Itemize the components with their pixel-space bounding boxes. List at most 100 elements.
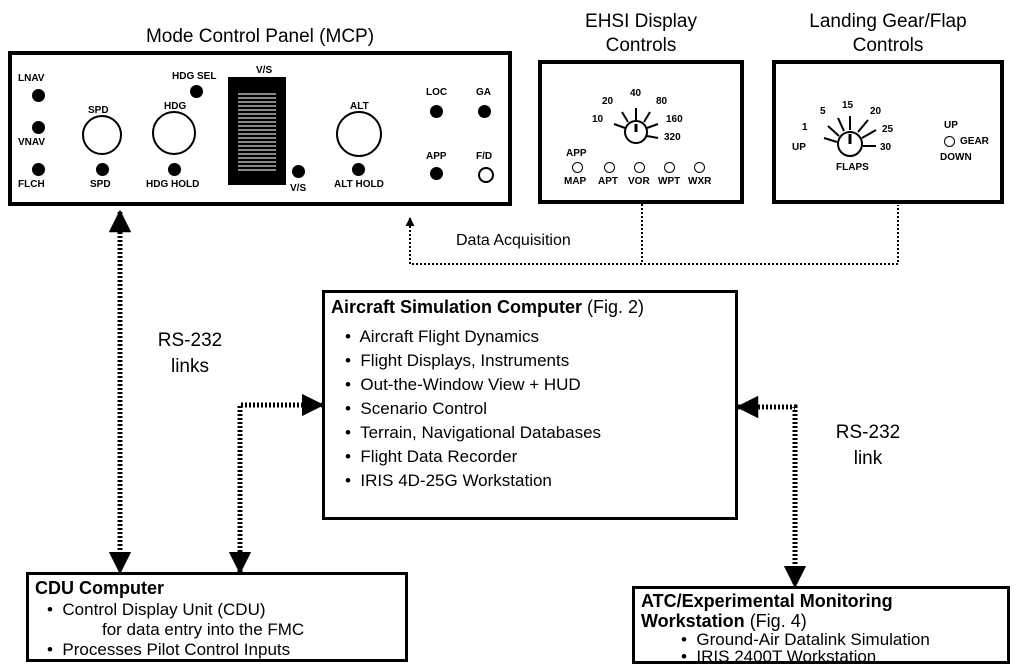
flap-selector[interactable]	[776, 64, 1000, 200]
flap-5-label: 5	[820, 106, 826, 117]
ehsi-title: EHSI Display Controls	[538, 10, 744, 58]
hdg-sel-label: HDG SEL	[172, 71, 217, 82]
range-160: 160	[666, 114, 683, 125]
hdg-hold-label: HDG HOLD	[146, 179, 200, 190]
rs232-link-line1: RS-232	[835, 422, 901, 443]
rs232-link-line2: link	[853, 448, 883, 469]
vs-thumbwheel[interactable]	[228, 77, 286, 185]
lnav-button[interactable]	[32, 89, 45, 102]
wpt-mode-button[interactable]	[664, 162, 675, 173]
cdu-title: CDU Computer	[35, 578, 164, 598]
vnav-button[interactable]	[32, 121, 45, 134]
altitude-knob[interactable]	[336, 111, 382, 157]
list-item: • Terrain, Navigational Databases	[345, 423, 602, 442]
rs232-link-label: RS-232 link	[818, 420, 918, 472]
flch-button[interactable]	[32, 163, 45, 176]
gear-up-label: UP	[944, 120, 958, 131]
gear-label: GEAR	[960, 136, 989, 147]
fd-switch[interactable]	[478, 167, 494, 183]
flaps-label: FLAPS	[836, 162, 869, 173]
ehsi-range-selector[interactable]	[542, 64, 740, 200]
apt-mode-label: APT	[598, 176, 618, 187]
vs-wheel-label: V/S	[256, 65, 273, 76]
map-mode-label: MAP	[564, 176, 587, 187]
spd-button-label: SPD	[90, 179, 111, 190]
data-acquisition-connector	[405, 205, 899, 265]
cdu-item-list: • Control Display Unit (CDU) for data en…	[47, 600, 304, 660]
ga-label: GA	[476, 87, 491, 98]
fd-label: F/D	[476, 151, 493, 162]
atc-title-line2: Workstation	[641, 611, 745, 631]
flap-up-label: UP	[792, 142, 806, 153]
aircraft-simulation-computer-box: Aircraft Simulation Computer (Fig. 2) • …	[322, 290, 738, 520]
hdg-sel-button[interactable]	[190, 85, 203, 98]
flap-25-label: 25	[882, 124, 894, 135]
app-mode-label: APP	[566, 148, 587, 159]
rs232-links-label: RS-232 links	[140, 328, 240, 380]
vs-button[interactable]	[292, 165, 305, 178]
alt-hold-label: ALT HOLD	[334, 179, 384, 190]
atc-title-line1: ATC/Experimental Monitoring	[641, 591, 893, 611]
vor-mode-label: VOR	[628, 176, 650, 187]
wpt-mode-label: WPT	[658, 176, 681, 187]
gear-switch[interactable]	[944, 136, 955, 147]
sim-title: Aircraft Simulation Computer	[331, 297, 583, 317]
mcp-title: Mode Control Panel (MCP)	[145, 26, 375, 47]
list-item-continuation: for data entry into the FMC	[102, 620, 305, 639]
atc-title-row2: Workstation (Fig. 4)	[641, 611, 807, 632]
apt-mode-button[interactable]	[604, 162, 615, 173]
list-item: • Processes Pilot Control Inputs	[47, 640, 291, 659]
range-20: 20	[602, 96, 614, 107]
atc-fig: (Fig. 4)	[744, 611, 807, 631]
alt-hold-button[interactable]	[352, 163, 365, 176]
sim-title-row: Aircraft Simulation Computer (Fig. 2)	[331, 297, 644, 318]
wxr-mode-button[interactable]	[694, 162, 705, 173]
mode-control-panel: LNAV VNAV FLCH SPD SPD HDG HDG SEL HDG H…	[8, 51, 512, 206]
loc-button[interactable]	[430, 105, 443, 118]
cdu-computer-box: CDU Computer • Control Display Unit (CDU…	[26, 572, 408, 662]
flap-15-label: 15	[842, 100, 854, 111]
list-item: • Flight Data Recorder	[345, 447, 518, 466]
app-button[interactable]	[430, 167, 443, 180]
flap-1-label: 1	[802, 122, 808, 133]
app-label: APP	[426, 151, 447, 162]
gear-flap-title-line1: Landing Gear/Flap	[809, 11, 967, 32]
ga-button[interactable]	[478, 105, 491, 118]
vnav-label: VNAV	[18, 137, 46, 148]
ehsi-control-panel: 10 20 40 80 160 320 APP MAP APT VOR WPT …	[538, 60, 744, 204]
data-acquisition-label: Data Acquisition	[456, 232, 571, 249]
sim-fig: (Fig. 2)	[582, 297, 645, 317]
ehsi-title-line1: EHSI Display	[585, 11, 697, 32]
flch-label: FLCH	[18, 179, 45, 190]
range-320: 320	[664, 132, 681, 143]
gear-flap-panel: UP 1 5 15 20 25 30 FLAPS UP GEAR DOWN	[772, 60, 1004, 204]
rs232-links-line2: links	[170, 356, 209, 377]
hdg-knob-label: HDG	[164, 101, 187, 112]
speed-knob[interactable]	[82, 115, 122, 155]
sim-item-list: • Aircraft Flight Dynamics • Flight Disp…	[345, 325, 601, 493]
list-item: • IRIS 4D-25G Workstation	[345, 471, 552, 490]
rs232-links-line1: RS-232	[157, 330, 223, 351]
list-item: • Aircraft Flight Dynamics	[345, 327, 539, 346]
gear-down-label: DOWN	[940, 152, 972, 163]
spd-button[interactable]	[96, 163, 109, 176]
list-item: • Out-the-Window View + HUD	[345, 375, 581, 394]
list-item: • Scenario Control	[345, 399, 488, 418]
list-item: • IRIS 2400T Workstation	[681, 647, 877, 666]
range-40: 40	[630, 88, 642, 99]
flap-30-label: 30	[880, 142, 892, 153]
gear-flap-title-line2: Controls	[852, 35, 924, 56]
loc-label: LOC	[426, 87, 448, 98]
vor-mode-button[interactable]	[634, 162, 645, 173]
ehsi-title-line2: Controls	[605, 35, 677, 56]
lnav-label: LNAV	[18, 73, 45, 84]
vs-button-label: V/S	[290, 183, 307, 194]
hdg-hold-button[interactable]	[168, 163, 181, 176]
heading-knob[interactable]	[152, 111, 196, 155]
gear-flap-title: Landing Gear/Flap Controls	[772, 10, 1004, 58]
cdu-sim-connector	[228, 393, 325, 575]
alt-knob-label: ALT	[350, 101, 369, 112]
map-mode-button[interactable]	[572, 162, 583, 173]
list-item: • Control Display Unit (CDU)	[47, 600, 266, 619]
